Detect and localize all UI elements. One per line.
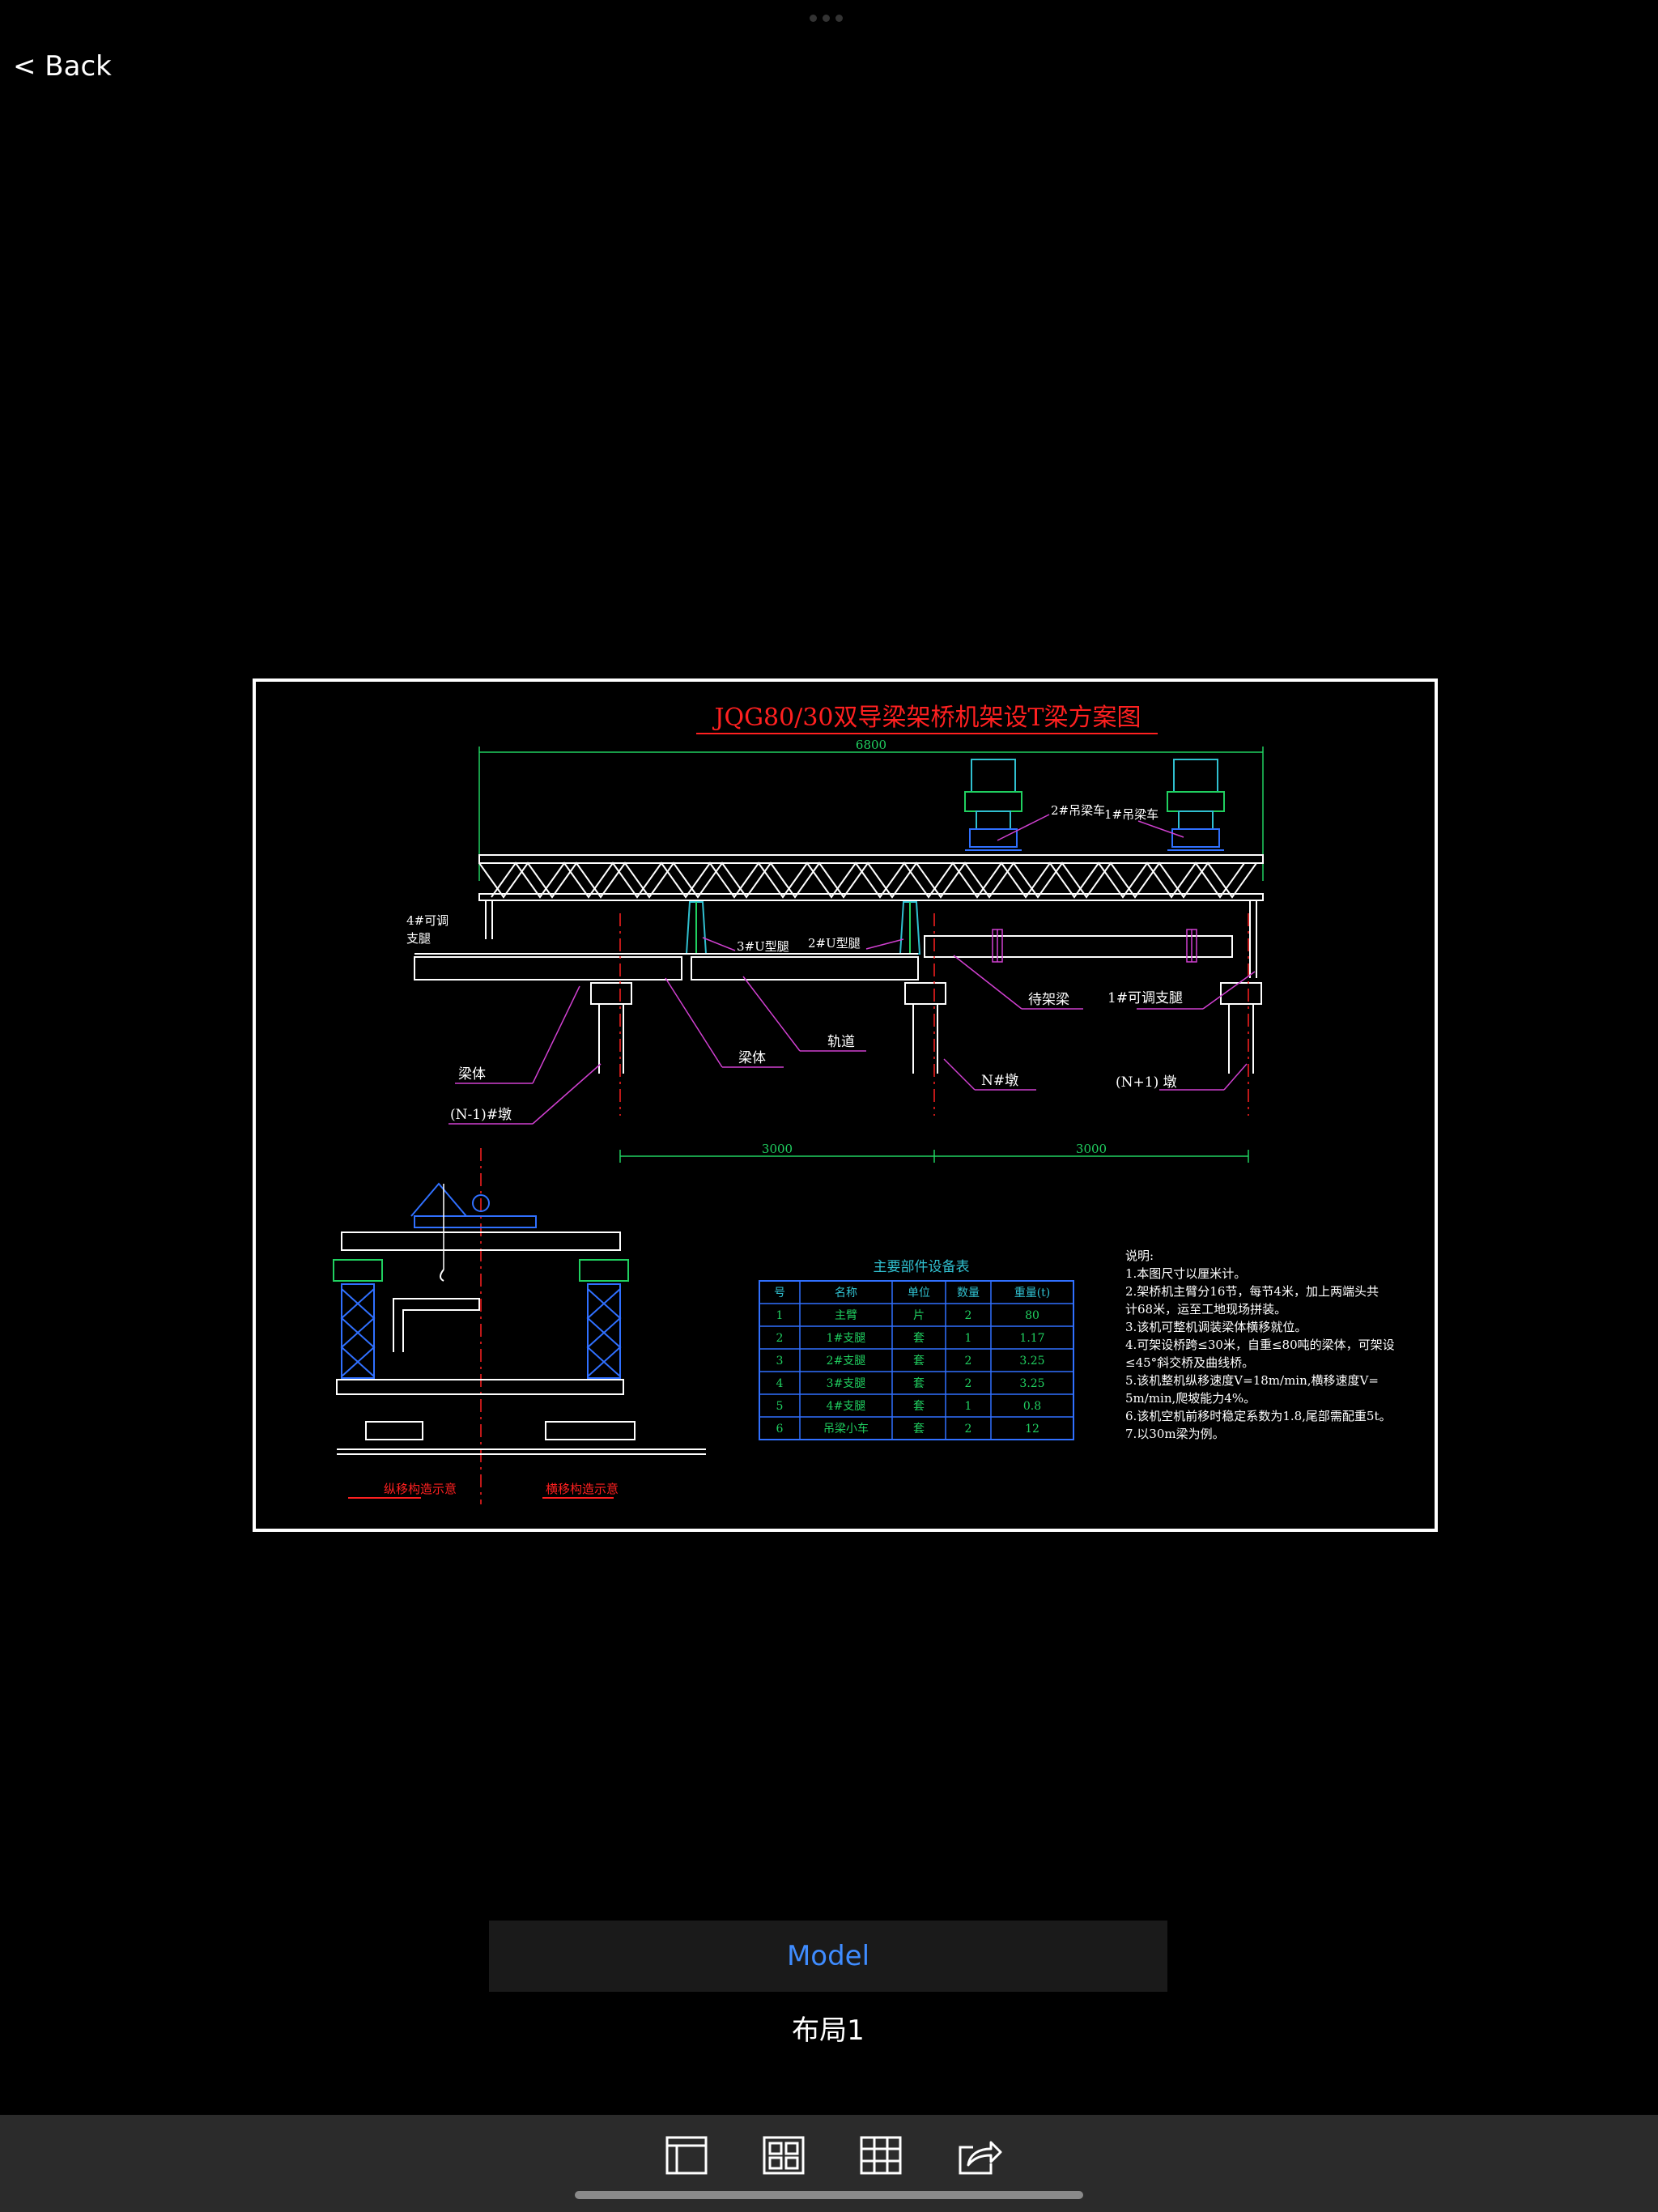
table-cell: 套: [913, 1355, 925, 1368]
label-u-leg-3: 3#U型腿: [737, 939, 789, 954]
table-cell: 套: [913, 1332, 925, 1345]
table-cell: 2: [965, 1355, 972, 1368]
table-cell: 2: [776, 1332, 784, 1345]
table-cell: 3: [776, 1355, 784, 1368]
note-line: 计68米，运至工地现场拼装。: [1125, 1302, 1286, 1317]
table-cell: 套: [913, 1423, 925, 1436]
label-beam-body-left: 梁体: [458, 1066, 486, 1083]
dimension-top-label: 6800: [856, 738, 886, 752]
table-cell: 2: [965, 1377, 972, 1390]
u-leg-2: [899, 901, 921, 955]
label-transverse: 横移构造示意: [546, 1482, 619, 1496]
table-cell: 5: [776, 1400, 784, 1413]
table-cell: 吊梁小车: [823, 1422, 869, 1436]
layout-panel-icon[interactable]: [662, 2131, 711, 2180]
label-leg-1: 1#可调支腿: [1107, 990, 1183, 1006]
label-trolley-1: 1#吊梁车: [1104, 807, 1158, 822]
table-cell: 12: [1025, 1423, 1039, 1436]
table-cell: 1.17: [1019, 1332, 1044, 1345]
table-header-cell: 单位: [908, 1287, 930, 1300]
leg-1: [1249, 900, 1257, 978]
note-line: 4.可架设桥跨≤30米，自重≤80吨的梁体，可架设: [1125, 1338, 1395, 1352]
label-beam-body-center: 梁体: [738, 1050, 766, 1066]
label-trolley-2: 2#吊梁车: [1051, 803, 1105, 818]
note-line: 6.该机空机前移时稳定系数为1.8,尾部需配重5t。: [1125, 1409, 1392, 1423]
table-cell: 4: [776, 1377, 784, 1390]
four-panel-grid-icon[interactable]: [759, 2131, 808, 2180]
table-cell: 2#支腿: [827, 1355, 866, 1368]
dimension-left-label: 3000: [762, 1142, 793, 1156]
waiting-beam: [924, 935, 1233, 958]
table-header-cell: 名称: [835, 1287, 857, 1300]
window-grabber[interactable]: [810, 15, 848, 24]
beam-center: [691, 956, 919, 981]
note-line: 5.该机整机纵移速度V=18m/min,横移速度V=: [1125, 1373, 1379, 1388]
share-icon[interactable]: [954, 2131, 1002, 2180]
drawing-title: JQG80/30双导梁架桥机架设T梁方案图: [712, 704, 1141, 732]
pier-n: [904, 982, 946, 1074]
note-line: 2.架桥机主臂分16节，每节4米，加上两端头共: [1125, 1284, 1379, 1299]
note-line: 7.以30m梁为例。: [1125, 1427, 1225, 1441]
label-waiting-beam: 待架梁: [1028, 992, 1069, 1008]
pier-n1: [1220, 982, 1262, 1074]
table-header-cell: 重量(t): [1014, 1287, 1051, 1300]
table-cell: 1: [965, 1400, 972, 1413]
label-longitudinal: 纵移构造示意: [384, 1482, 457, 1496]
note-line: 说明:: [1125, 1249, 1154, 1263]
table-cell: 4#支腿: [827, 1400, 866, 1413]
label-pier-nm1: (N-1)#墩: [450, 1107, 512, 1123]
note-line: ≤45°斜交桥及曲线桥。: [1125, 1355, 1254, 1370]
table-cell: 片: [913, 1309, 925, 1322]
label-leg-4: 4#可调: [406, 913, 449, 928]
pier-nm1: [590, 982, 632, 1074]
dimension-right-label: 3000: [1076, 1142, 1107, 1156]
table-cell: 3#支腿: [827, 1377, 866, 1390]
layout-model-label: Model: [786, 1940, 870, 1972]
drawing-notes: 说明: 1.本图尺寸以厘米计。 2.架桥机主臂分16节，每节4米，加上两端头共计68…: [1125, 1249, 1395, 1441]
label-u-leg-2: 2#U型腿: [808, 936, 861, 951]
home-indicator: [575, 2191, 1083, 2199]
layout-model-tab[interactable]: Model: [489, 1921, 1167, 1992]
lifting-trolley-2: [964, 759, 1022, 851]
table-cell: 2: [965, 1423, 972, 1436]
table-cell: 3.25: [1019, 1355, 1044, 1368]
back-button[interactable]: < Back: [13, 50, 112, 83]
table-cell: 80: [1025, 1309, 1039, 1322]
table-cell: 1: [776, 1309, 784, 1322]
beam-left: [414, 956, 682, 981]
equipment-table-frame: [759, 1280, 1074, 1440]
label-pier-n1: (N+1) 墩: [1116, 1074, 1177, 1091]
note-line: 3.该机可整机调装梁体横移就位。: [1125, 1320, 1307, 1334]
table-cell: 2: [965, 1309, 972, 1322]
note-line: 1.本图尺寸以厘米计。: [1125, 1266, 1246, 1281]
table-cell: 1: [965, 1332, 972, 1345]
table-header-cell: 号: [774, 1287, 785, 1300]
leg-4: [485, 900, 493, 939]
sheet-border: [253, 678, 1438, 1532]
drawing-viewport[interactable]: JQG80/30双导梁架桥机架设T梁方案图 6800 2#吊梁车 1#吊梁车: [253, 678, 1438, 1532]
cross-section-detail: [333, 1182, 706, 1455]
nine-grid-icon[interactable]: [857, 2131, 905, 2180]
equipment-table-title: 主要部件设备表: [874, 1259, 970, 1275]
table-cell: 6: [776, 1423, 784, 1436]
note-line: 5m/min,爬坡能力4%。: [1125, 1391, 1256, 1406]
main-truss-girder: [478, 854, 1264, 901]
label-track: 轨道: [827, 1034, 855, 1050]
lifting-trolley-1: [1167, 759, 1225, 851]
table-cell: 套: [913, 1400, 925, 1413]
table-cell: 套: [913, 1377, 925, 1390]
table-header-cell: 数量: [957, 1287, 980, 1300]
table-cell: 3.25: [1019, 1377, 1044, 1390]
table-cell: 0.8: [1023, 1400, 1041, 1413]
label-pier-n: N#墩: [981, 1073, 1018, 1089]
layout-option-1[interactable]: 布局1: [792, 2014, 865, 2047]
label-leg-4b: 支腿: [406, 931, 431, 946]
table-cell: 主臂: [835, 1309, 857, 1322]
table-cell: 1#支腿: [827, 1332, 866, 1345]
